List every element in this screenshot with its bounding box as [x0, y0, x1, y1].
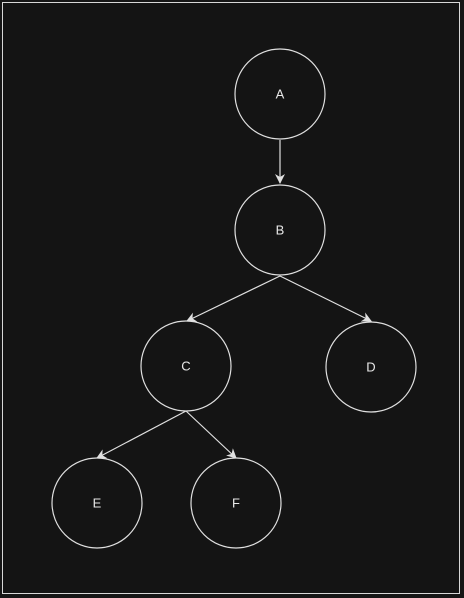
node-c-label: C	[181, 359, 190, 374]
node-a[interactable]: A	[234, 48, 326, 140]
node-a-label: A	[276, 87, 285, 102]
node-c[interactable]: C	[140, 320, 232, 412]
edge-c-f[interactable]	[185, 410, 237, 459]
node-b-label: B	[276, 223, 285, 238]
node-d-label: D	[366, 360, 375, 375]
node-e-label: E	[93, 496, 102, 511]
node-d[interactable]: D	[325, 321, 417, 413]
edge-b-d[interactable]	[279, 275, 372, 322]
node-e[interactable]: E	[51, 457, 143, 549]
node-f-label: F	[232, 496, 240, 511]
node-b[interactable]: B	[234, 184, 326, 276]
node-f[interactable]: F	[190, 457, 282, 549]
edge-c-e[interactable]	[96, 410, 187, 459]
edge-b-c[interactable]	[186, 275, 281, 322]
